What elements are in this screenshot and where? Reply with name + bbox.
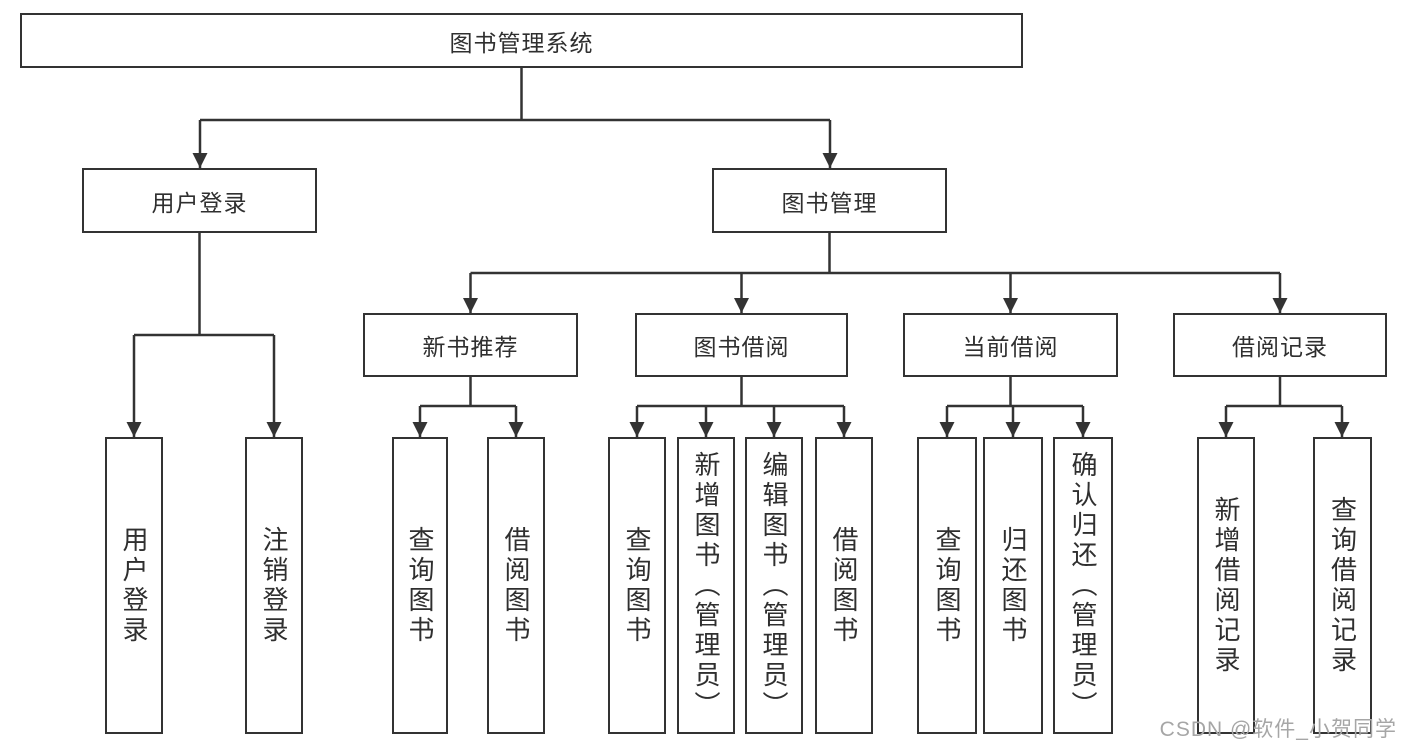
leaf-cb-confirm-return-admin: 确认归还（管理员） <box>1053 437 1113 734</box>
node-library-system: 图书管理系统 <box>20 13 1023 68</box>
leaf-br-add-record: 新增借阅记录 <box>1197 437 1255 734</box>
leaf-bb-add-books-admin-label: 新增图书（管理员） <box>691 450 721 721</box>
node-borrow-records: 借阅记录 <box>1173 313 1387 377</box>
leaf-bb-edit-books-admin: 编辑图书（管理员） <box>745 437 803 734</box>
leaf-rec-borrow-books: 借阅图书 <box>487 437 545 734</box>
leaf-br-query-record: 查询借阅记录 <box>1313 437 1372 734</box>
leaf-bb-query-books: 查询图书 <box>608 437 666 734</box>
leaf-bb-query-books-label: 查询图书 <box>622 525 652 646</box>
leaf-rec-query-books: 查询图书 <box>392 437 448 734</box>
node-current-borrowing: 当前借阅 <box>903 313 1118 377</box>
leaf-br-query-record-label: 查询借阅记录 <box>1327 495 1358 676</box>
node-book-management: 图书管理 <box>712 168 947 233</box>
leaf-cb-return-books-label: 归还图书 <box>998 525 1028 646</box>
leaf-user-login: 用户登录 <box>105 437 163 734</box>
leaf-logout: 注销登录 <box>245 437 303 734</box>
leaf-rec-borrow-books-label: 借阅图书 <box>501 525 531 646</box>
leaf-cb-return-books: 归还图书 <box>983 437 1043 734</box>
node-user-login: 用户登录 <box>82 168 317 233</box>
leaf-rec-query-books-label: 查询图书 <box>405 525 435 646</box>
node-book-borrowing: 图书借阅 <box>635 313 848 377</box>
leaf-bb-edit-books-admin-label: 编辑图书（管理员） <box>759 450 789 721</box>
leaf-cb-query-books: 查询图书 <box>917 437 977 734</box>
leaf-logout-label: 注销登录 <box>259 525 289 646</box>
node-new-book-recommend: 新书推荐 <box>363 313 578 377</box>
leaf-bb-borrow-books-label: 借阅图书 <box>829 525 859 646</box>
leaf-cb-query-books-label: 查询图书 <box>932 525 962 646</box>
leaf-cb-confirm-return-admin-label: 确认归还（管理员） <box>1068 450 1098 721</box>
leaf-bb-add-books-admin: 新增图书（管理员） <box>677 437 735 734</box>
leaf-bb-borrow-books: 借阅图书 <box>815 437 873 734</box>
leaf-user-login-label: 用户登录 <box>119 525 149 646</box>
leaf-br-add-record-label: 新增借阅记录 <box>1211 495 1241 676</box>
csdn-watermark: CSDN @软件_小贺同学 <box>1159 718 1397 741</box>
